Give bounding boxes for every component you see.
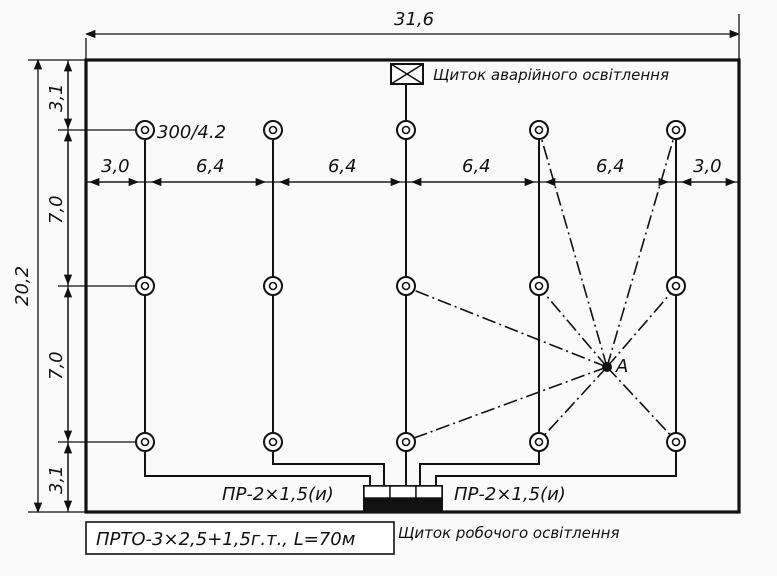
feeder-label-box: ПРТО-3×2,5+1,5г.т., L=70м <box>85 521 395 555</box>
top-segment-label: 6,4 <box>596 156 625 177</box>
luminaire <box>396 120 416 140</box>
working-panel-label: Щиток робочого освітлення <box>398 524 620 542</box>
feeder-label: ПРТО-3×2,5+1,5г.т., L=70м <box>96 529 355 550</box>
luminaire <box>135 120 155 140</box>
luminaire <box>529 432 549 452</box>
overall-height-label: 20,2 <box>12 266 33 306</box>
luminaires <box>135 120 686 452</box>
top-segment-label: 6,4 <box>328 156 357 177</box>
luminaire <box>529 276 549 296</box>
emergency-lighting-panel: Щиток аварійного освітлення <box>390 63 669 85</box>
luminaire <box>666 120 686 140</box>
luminaire <box>666 432 686 452</box>
luminaire <box>666 276 686 296</box>
top-segment-label: 3,0 <box>693 156 722 177</box>
left-segment-label: 3,1 <box>46 465 67 494</box>
point-a: А <box>602 356 628 377</box>
overall-width-label: 31,6 <box>394 9 434 30</box>
working-lighting-panel: Щиток робочого освітлення <box>363 485 620 542</box>
luminaire <box>396 276 416 296</box>
point-a-label: А <box>615 356 628 377</box>
left-segment-label: 7,0 <box>46 195 67 224</box>
distance-lines-to-point-a <box>405 129 677 442</box>
luminaire <box>263 276 283 296</box>
emergency-panel-label: Щиток аварійного освітлення <box>433 66 669 84</box>
luminaire <box>263 120 283 140</box>
left-segment-label: 3,1 <box>46 83 67 112</box>
lamp-label: 300/4.2 <box>157 122 226 143</box>
column-spacing-dimension: 3,0 6,4 6,4 6,4 6,4 3,0 <box>86 156 739 187</box>
luminaire <box>135 432 155 452</box>
top-segment-label: 3,0 <box>101 156 130 177</box>
top-segment-label: 6,4 <box>196 156 225 177</box>
luminaire <box>263 432 283 452</box>
luminaire <box>135 276 155 296</box>
top-segment-label: 6,4 <box>462 156 491 177</box>
left-segment-label: 7,0 <box>46 351 67 380</box>
left-dimensions: 20,2 3,1 7,0 7,0 3,1 <box>12 58 140 514</box>
luminaire <box>396 432 416 452</box>
overall-width-dimension: 31,6 <box>84 9 741 60</box>
cable-left-label: ПР-2×1,5(и) <box>222 484 334 505</box>
cable-right-label: ПР-2×1,5(и) <box>454 484 566 505</box>
luminaire <box>529 120 549 140</box>
